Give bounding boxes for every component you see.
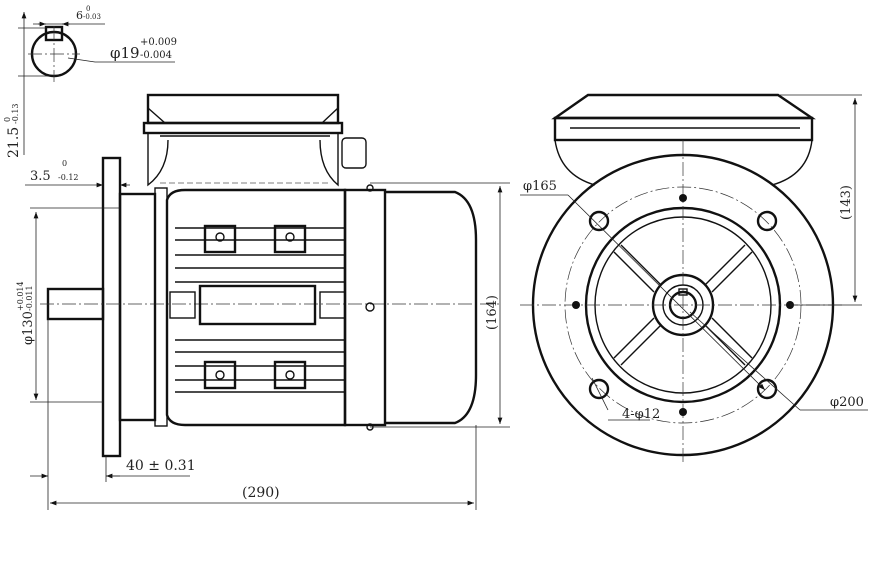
flange-thickness-dimension: 3.5 0 -0.12 [25,159,130,188]
motor-front-view [520,93,845,465]
svg-text:(164): (164) [485,295,500,330]
pcd-dimension: φ165 [520,179,766,391]
svg-text:40 ± 0.31: 40 ± 0.31 [126,458,196,474]
svg-text:+0.014: +0.014 [16,281,25,311]
svg-text:-0.12: -0.12 [58,173,79,182]
svg-text:0: 0 [3,117,12,122]
mounting-holes [588,210,778,400]
spigot-diameter-dimension: φ130 +0.014 -0.011 [16,207,120,403]
svg-text:φ200: φ200 [830,395,864,410]
svg-text:-0.03: -0.03 [83,13,101,21]
svg-text:3.5: 3.5 [30,169,51,184]
svg-text:6: 6 [76,9,83,22]
bolts [572,194,794,416]
svg-text:0: 0 [62,159,67,168]
svg-text:φ19: φ19 [110,44,140,62]
terminal-height-dimension: (143) [780,94,862,306]
key-depth-dimension: 21.5 0 -0.13 [3,103,22,158]
svg-text:+0.009: +0.009 [140,37,177,48]
svg-text:(290): (290) [242,485,280,501]
holes-dimension: 4-φ12 [591,377,660,422]
svg-text:21.5: 21.5 [6,127,22,158]
key-width-dimension: 6 0 -0.03 [76,5,101,22]
overall-length-dimension: (290) [50,425,477,510]
svg-text:-0.13: -0.13 [11,103,20,124]
svg-text:(143): (143) [839,185,854,220]
svg-text:4-φ12: 4-φ12 [622,407,660,422]
svg-text:-0.004: -0.004 [140,50,172,61]
shaft-length-dimension: 40 ± 0.31 [30,319,196,510]
svg-text:0: 0 [86,5,90,13]
motor-side-view [40,93,500,458]
svg-text:-0.011: -0.011 [25,285,34,311]
shaft-section-view [18,11,175,155]
svg-text:φ165: φ165 [523,179,557,194]
svg-text:φ130: φ130 [21,311,36,345]
shaft-diameter-dimension: φ19 +0.009 -0.004 [110,37,177,62]
flange-diameter-dimension: φ200 [689,311,868,411]
height-dimension: (164) [370,182,510,428]
